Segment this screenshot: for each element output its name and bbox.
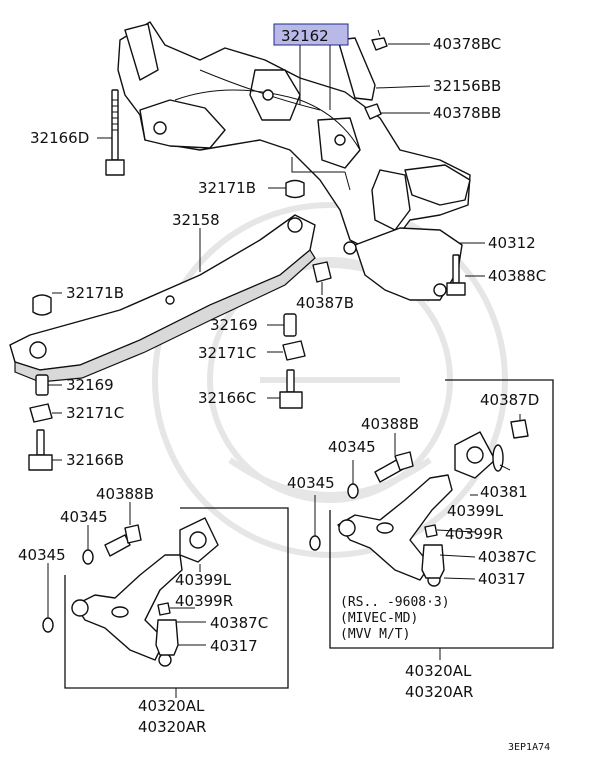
- note-line-1: (RS.. -9608·3): [340, 595, 450, 610]
- label-40399R-left[interactable]: 40399R: [175, 592, 233, 610]
- bolt-32166C[interactable]: [279, 369, 303, 409]
- label-40317-right[interactable]: 40317: [478, 570, 526, 588]
- label-40387B[interactable]: 40387B: [296, 294, 354, 312]
- bushing-32171B-left[interactable]: [32, 294, 52, 316]
- label-32166C[interactable]: 32166C: [198, 389, 256, 407]
- label-40317-left[interactable]: 40317: [210, 637, 258, 655]
- washer-40345-left1[interactable]: [82, 549, 94, 565]
- bushing-32171B-top[interactable]: [285, 179, 305, 199]
- washer-40345-left2[interactable]: [42, 617, 54, 633]
- nut-40387B[interactable]: [312, 261, 332, 283]
- nut-40399R-right[interactable]: [424, 524, 438, 538]
- bolt-32166D[interactable]: [105, 89, 125, 176]
- label-40320AL-left[interactable]: 40320AL: [138, 697, 205, 715]
- left-arm-box: [64, 507, 289, 689]
- nut-40378BB[interactable]: [364, 103, 382, 120]
- label-32158[interactable]: 32158: [172, 211, 220, 229]
- bushing-40399L-left[interactable]: [179, 517, 219, 563]
- ball-joint-40317-right[interactable]: [421, 544, 445, 579]
- bushing-32171C-mid[interactable]: [282, 340, 306, 361]
- label-40399L-right[interactable]: 40399L: [447, 502, 504, 520]
- label-40378BC[interactable]: 40378BC: [433, 35, 501, 53]
- label-40345-left2[interactable]: 40345: [18, 546, 66, 564]
- label-40387C-left[interactable]: 40387C: [210, 614, 268, 632]
- label-40345-right2[interactable]: 40345: [287, 474, 335, 492]
- label-40399L-left[interactable]: 40399L: [175, 571, 232, 589]
- crossmember-32162[interactable]: [117, 21, 471, 251]
- collar-32169-mid[interactable]: [283, 313, 297, 337]
- nut-40399R-left[interactable]: [157, 602, 171, 616]
- label-40381[interactable]: 40381: [480, 483, 528, 501]
- label-40388B-right[interactable]: 40388B: [361, 415, 419, 433]
- label-40320AR-right[interactable]: 40320AR: [405, 683, 473, 701]
- washer-40381[interactable]: [492, 444, 504, 472]
- washer-40345-right1[interactable]: [347, 483, 359, 499]
- label-40388B-left[interactable]: 40388B: [96, 485, 154, 503]
- label-40312[interactable]: 40312: [488, 234, 536, 252]
- highlight-box-32162: [273, 23, 349, 46]
- application-notes: (RS.. -9608·3) (MIVEC-MD) (MVV M/T): [340, 595, 450, 642]
- right-lower-arm-40320[interactable]: [337, 474, 453, 587]
- bolt-40388B-left[interactable]: [104, 524, 142, 557]
- label-32171B-left[interactable]: 32171B: [66, 284, 124, 302]
- bolt-40388B-right[interactable]: [374, 451, 414, 483]
- label-40399R-right[interactable]: 40399R: [445, 525, 503, 543]
- label-32162[interactable]: 32162: [281, 27, 329, 45]
- washer-40345-right2[interactable]: [309, 535, 321, 551]
- part-labels: 32162 40378BC 32156BB 40378BB 32166D 321…: [18, 27, 546, 736]
- label-32166D[interactable]: 32166D: [30, 129, 89, 147]
- label-32171C-left[interactable]: 32171C: [66, 404, 124, 422]
- label-40387C-right[interactable]: 40387C: [478, 548, 536, 566]
- label-40388C[interactable]: 40388C: [488, 267, 546, 285]
- label-32171C-mid[interactable]: 32171C: [198, 344, 256, 362]
- diagram-code: 3EP1A74: [508, 742, 550, 753]
- ball-joint-40317-left[interactable]: [155, 619, 179, 656]
- bushing-40399L-right[interactable]: [454, 431, 496, 479]
- label-32156BB[interactable]: 32156BB: [433, 77, 501, 95]
- note-line-2: (MIVEC-MD): [340, 611, 418, 626]
- label-40320AL-right[interactable]: 40320AL: [405, 662, 472, 680]
- bracket-32156BB[interactable]: [337, 37, 376, 101]
- label-32171B-top[interactable]: 32171B: [198, 179, 256, 197]
- label-40320AR-left[interactable]: 40320AR: [138, 718, 206, 736]
- label-32169-mid[interactable]: 32169: [210, 316, 258, 334]
- label-32169-left[interactable]: 32169: [66, 376, 114, 394]
- reinforcement-32158[interactable]: [9, 214, 316, 383]
- right-arm-box: [329, 379, 554, 649]
- label-40378BB[interactable]: 40378BB: [433, 104, 501, 122]
- left-lower-arm-40320[interactable]: [71, 554, 183, 667]
- collar-32169-left[interactable]: [35, 374, 49, 396]
- bushing-32171C-left[interactable]: [29, 403, 53, 423]
- label-40345-right1[interactable]: 40345: [328, 438, 376, 456]
- nut-40387D[interactable]: [510, 419, 529, 439]
- label-40345-left1[interactable]: 40345: [60, 508, 108, 526]
- bolt-40388C[interactable]: [446, 254, 466, 296]
- leader-lines: [47, 43, 521, 698]
- label-32166B[interactable]: 32166B: [66, 451, 124, 469]
- label-40387D[interactable]: 40387D: [480, 391, 539, 409]
- note-line-3: (MVV M/T): [340, 627, 410, 642]
- bolt-32166B[interactable]: [28, 429, 53, 471]
- bolt-40378BC[interactable]: [371, 29, 388, 51]
